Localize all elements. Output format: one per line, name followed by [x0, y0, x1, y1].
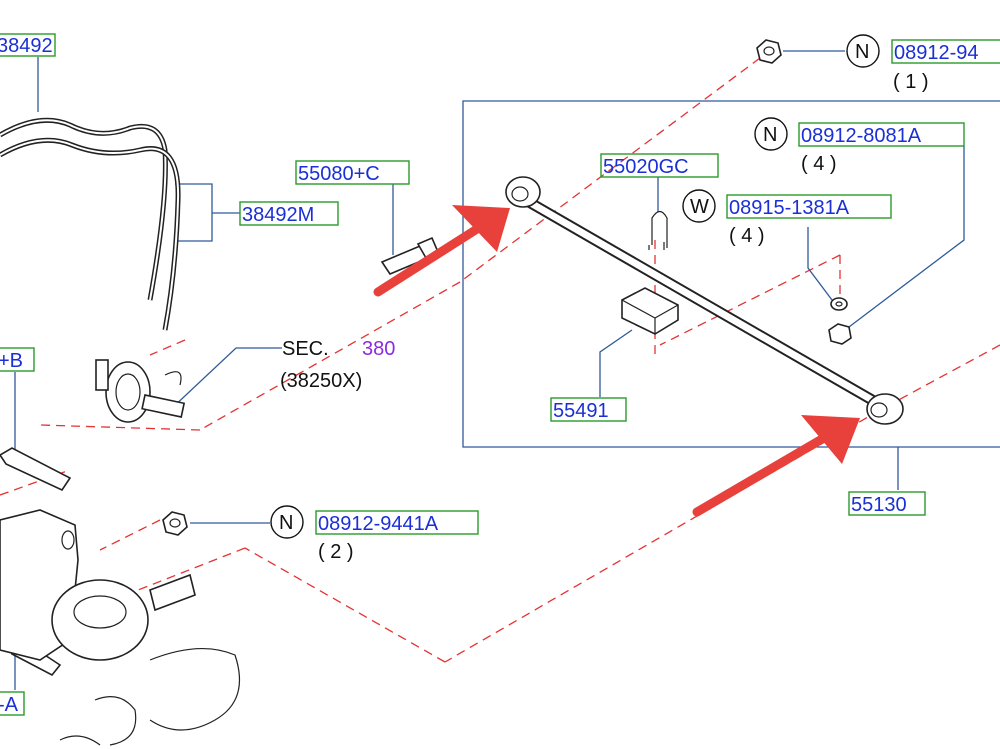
brake-pipes [0, 117, 181, 331]
callout-08912-8081a[interactable]: N 08912-8081A ( 4 ) [754, 117, 965, 175]
washer-and-nut [828, 297, 852, 345]
svg-text:55020GC: 55020GC [603, 156, 689, 178]
callout-08912-9441a[interactable]: N 08912-9441A ( 2 ) [270, 505, 479, 563]
svg-text:55491: 55491 [553, 400, 609, 422]
section-sub: (38250X) [280, 370, 362, 392]
section-reference[interactable]: SEC. 380 (38250X) [280, 338, 395, 392]
svg-text:N: N [763, 124, 777, 146]
assembly-frame [462, 100, 1000, 448]
label-55491[interactable]: 55491 [550, 397, 627, 422]
leader-lines [14, 50, 965, 690]
svg-text:SEC.: SEC. [282, 338, 329, 360]
label-38492[interactable]: 38492 [0, 33, 56, 57]
bump-stopper-block [621, 287, 679, 335]
svg-text:38492M: 38492M [242, 204, 314, 226]
svg-text:N: N [855, 41, 869, 63]
brake-valve [95, 359, 186, 423]
label-55130[interactable]: 55130 [848, 491, 926, 516]
svg-text:-A: -A [0, 694, 19, 716]
svg-text:W: W [690, 196, 709, 218]
svg-text:08912-9441A: 08912-9441A [318, 513, 439, 535]
section-number: 380 [362, 338, 395, 360]
highlight-arrow-upper [373, 205, 510, 297]
u-bolt [648, 210, 668, 250]
flange-nut-lower [162, 511, 188, 536]
callout-08912-94[interactable]: N 08912-94 ( 1 ) [846, 34, 1000, 93]
svg-text:( 4 ): ( 4 ) [801, 153, 837, 175]
rear-link-rod [505, 176, 904, 425]
svg-text:( 4 ): ( 4 ) [729, 225, 765, 247]
rear-axle-housing [0, 509, 241, 746]
svg-text:N: N [279, 512, 293, 534]
callout-08915-1381a[interactable]: W 08915-1381A ( 4 ) [682, 189, 892, 247]
label-plus-b[interactable]: +B [0, 347, 35, 372]
highlight-arrow-lower [692, 415, 860, 517]
svg-text:55080+C: 55080+C [298, 163, 380, 185]
svg-text:08912-8081A: 08912-8081A [801, 125, 922, 147]
label-55080c[interactable]: 55080+C [295, 160, 410, 185]
label-minus-a[interactable]: -A [0, 691, 25, 716]
svg-text:( 2 ): ( 2 ) [318, 541, 354, 563]
label-38492m[interactable]: 38492M [239, 201, 339, 226]
svg-text:08912-94: 08912-94 [894, 42, 979, 64]
label-55020gc[interactable]: 55020GC [600, 153, 719, 178]
flange-nut-top [756, 39, 782, 64]
svg-text:38492: 38492 [0, 35, 53, 57]
svg-text:( 1 ): ( 1 ) [893, 71, 929, 93]
svg-text:+B: +B [0, 350, 23, 372]
svg-text:08915-1381A: 08915-1381A [729, 197, 850, 219]
svg-text:55130: 55130 [851, 494, 907, 516]
